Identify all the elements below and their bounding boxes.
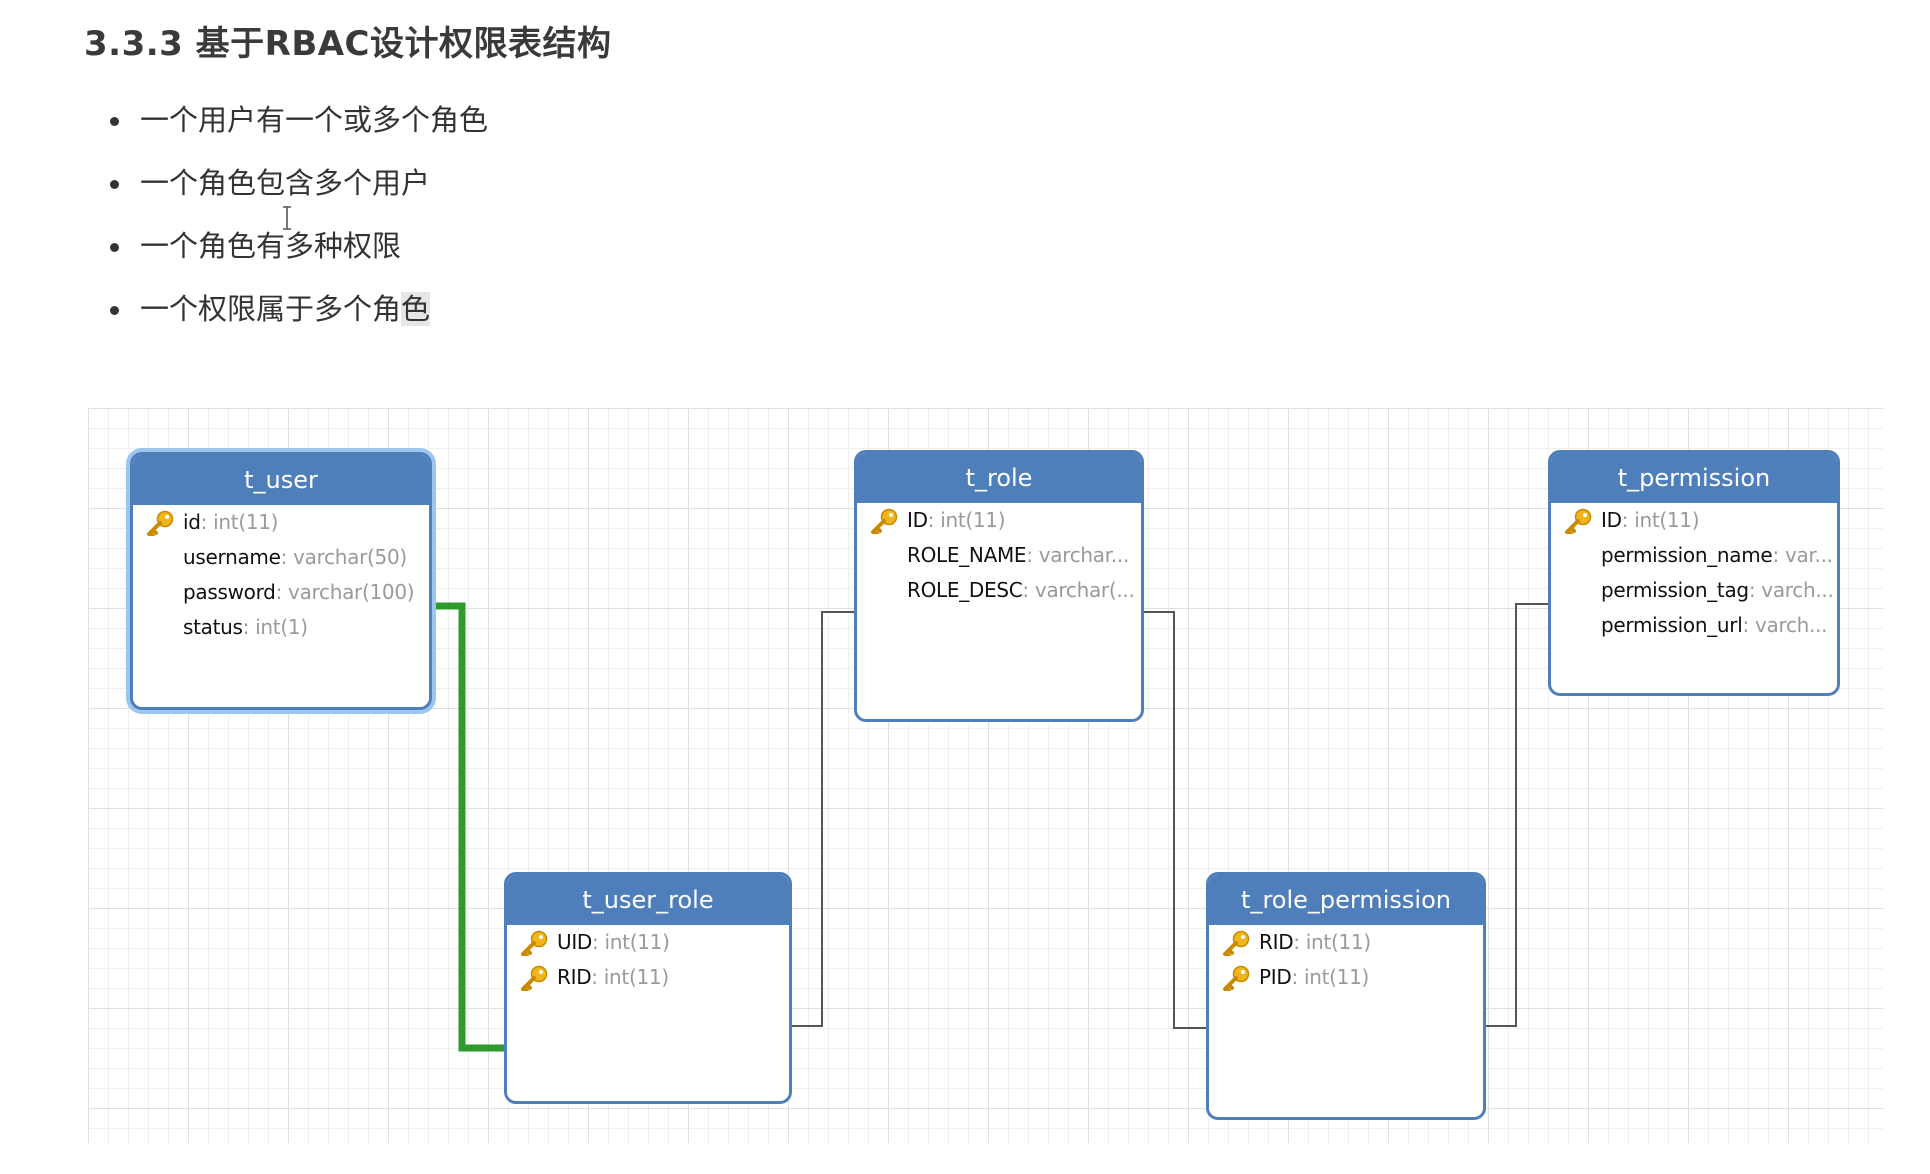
bullet-item: 一个角色有多种权限 [110, 218, 488, 281]
field-type: : int(11) [592, 930, 670, 954]
relation-user-to-user-role [430, 602, 506, 1052]
bullet-item: 一个用户有一个或多个角色 [110, 92, 488, 155]
entity-title: t_user [133, 455, 429, 505]
field-row[interactable]: UID: int(11) [507, 925, 789, 960]
relationship-lines [430, 602, 1548, 1052]
field-name: permission_url [1601, 613, 1743, 637]
entity-t-user[interactable]: t_user id: int(11) username: varchar(50)… [130, 452, 432, 710]
entity-t-permission[interactable]: t_permission ID: int(11) permission_name… [1548, 450, 1840, 696]
field-name: PID [1259, 965, 1292, 989]
text-cursor-icon [283, 206, 291, 230]
field-type: : var... [1772, 543, 1833, 567]
field-name: RID [1259, 930, 1294, 954]
field-row[interactable]: ID: int(11) [857, 503, 1141, 538]
entity-t-role-permission[interactable]: t_role_permission RID: int(11) PID: int(… [1206, 872, 1486, 1120]
field-row[interactable]: permission_tag: varch... [1551, 573, 1837, 608]
key-icon [521, 930, 548, 956]
field-row[interactable]: ROLE_NAME: varchar... [857, 538, 1141, 573]
er-diagram-canvas[interactable]: t_user id: int(11) username: varchar(50)… [88, 408, 1883, 1143]
field-row[interactable]: username: varchar(50) [133, 540, 429, 575]
field-row[interactable]: ROLE_DESC: varchar(... [857, 573, 1141, 608]
field-type: : varch... [1748, 578, 1834, 602]
relation-role-permission-to-permission [1484, 603, 1548, 1027]
field-row[interactable]: RID: int(11) [507, 960, 789, 995]
field-type: : varch... [1742, 613, 1828, 637]
field-name: status [183, 615, 243, 639]
bullet-item: 一个权限属于多个角色 [110, 281, 488, 344]
field-type: : int(11) [1291, 965, 1369, 989]
field-name: UID [557, 930, 593, 954]
field-type: : varchar(50) [280, 545, 408, 569]
entity-title: t_role [857, 453, 1141, 503]
field-row[interactable]: PID: int(11) [1209, 960, 1483, 995]
bullet-list: 一个用户有一个或多个角色 一个角色包含多个用户 一个角色有多种权限 一个权限属于… [110, 92, 488, 344]
field-type: : varchar(100) [275, 580, 415, 604]
field-row[interactable]: permission_url: varch... [1551, 608, 1837, 643]
field-name: password [183, 580, 276, 604]
field-row[interactable]: ID: int(11) [1551, 503, 1837, 538]
field-row[interactable]: RID: int(11) [1209, 925, 1483, 960]
relation-role-to-role-permission [1142, 611, 1206, 1029]
bullet-item: 一个角色包含多个用户 [110, 155, 488, 218]
field-name: ID [1601, 508, 1622, 532]
key-icon [1565, 508, 1592, 534]
bullet-text: 一个角色有多种权限 [140, 229, 402, 263]
field-type: : int(11) [591, 965, 669, 989]
field-row[interactable]: id: int(11) [133, 505, 429, 540]
field-type: : int(1) [242, 615, 308, 639]
bullet-text: 一个角色包含多个用户 [140, 166, 431, 200]
field-row[interactable]: permission_name: var... [1551, 538, 1837, 573]
key-icon [1223, 930, 1250, 956]
key-icon [1223, 965, 1250, 991]
field-type: : varchar(... [1022, 578, 1135, 602]
key-icon [871, 508, 898, 534]
selected-text-highlight: 色 [401, 292, 431, 326]
entity-title: t_role_permission [1209, 875, 1483, 925]
field-name: permission_name [1601, 543, 1773, 567]
entity-t-role[interactable]: t_role ID: int(11) ROLE_NAME: varchar...… [854, 450, 1144, 722]
key-icon [521, 965, 548, 991]
bullet-text: 一个用户有一个或多个角色 [140, 103, 489, 137]
bullet-text: 一个权限属于多个角 [140, 292, 402, 326]
field-type: : int(11) [1621, 508, 1700, 532]
field-type: : varchar... [1026, 543, 1130, 567]
key-icon [147, 510, 174, 536]
field-type: : int(11) [1293, 930, 1371, 954]
field-name: RID [557, 965, 592, 989]
field-name: id [183, 510, 201, 534]
page-heading: 3.3.3 基于RBAC设计权限表结构 [84, 24, 612, 64]
entity-title: t_permission [1551, 453, 1837, 503]
field-type: : int(11) [200, 510, 279, 534]
relation-user-role-to-role [790, 611, 854, 1027]
field-row[interactable]: status: int(1) [133, 610, 429, 645]
field-type: : int(11) [927, 508, 1006, 532]
field-name: ID [907, 508, 928, 532]
field-name: username [183, 545, 281, 569]
entity-t-user-role[interactable]: t_user_role UID: int(11) RID: int(11) [504, 872, 792, 1104]
entity-title: t_user_role [507, 875, 789, 925]
field-name: ROLE_NAME [907, 543, 1027, 567]
field-name: permission_tag [1601, 578, 1749, 602]
field-row[interactable]: password: varchar(100) [133, 575, 429, 610]
field-name: ROLE_DESC [907, 578, 1023, 602]
